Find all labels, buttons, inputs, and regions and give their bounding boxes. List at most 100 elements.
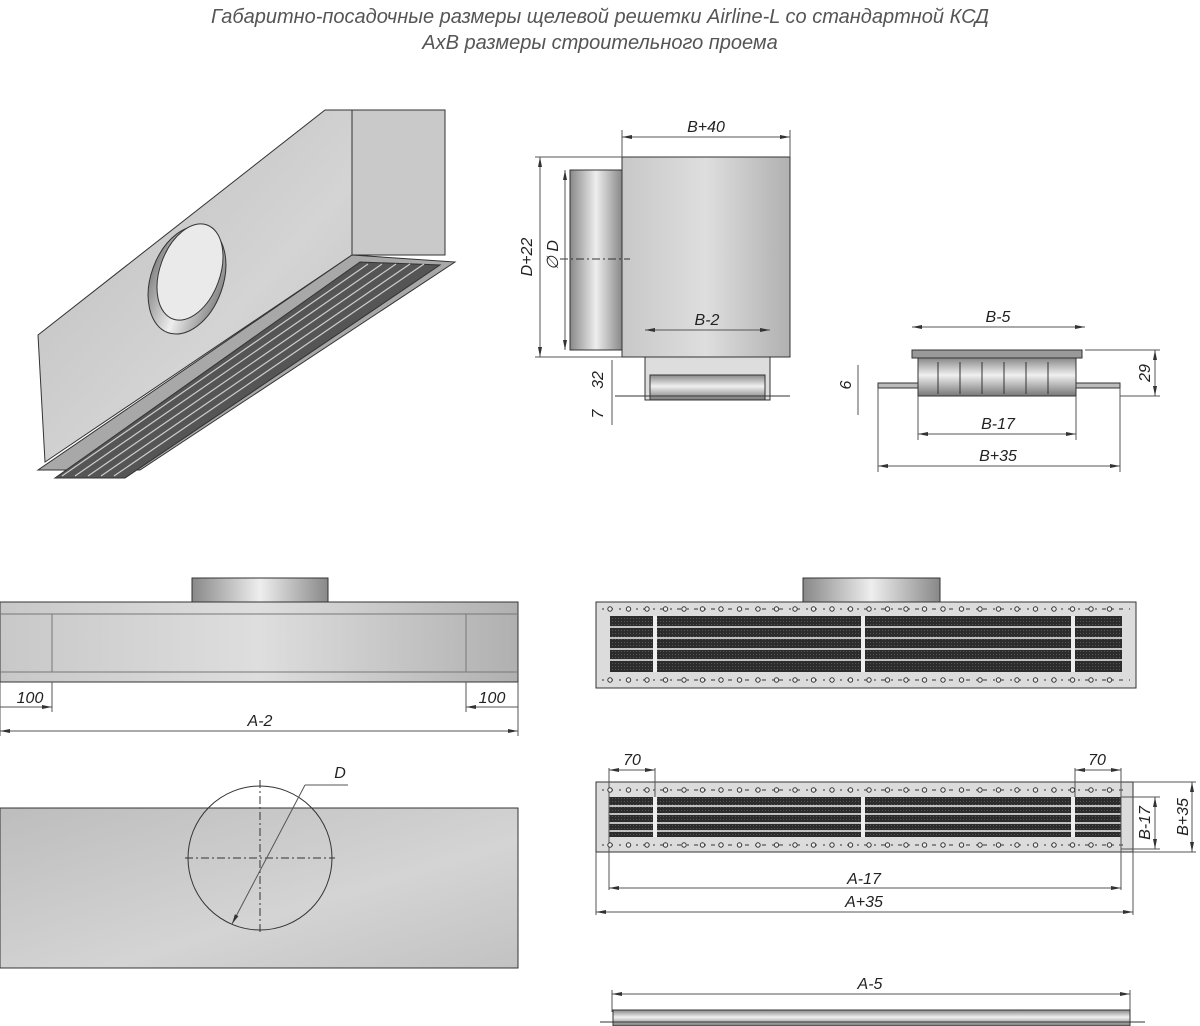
fixing-hole <box>921 787 928 793</box>
dim-b-minus-2: B-2 <box>695 312 720 329</box>
fixing-hole <box>884 842 891 848</box>
plenum-front-view: 100 100 A-2 <box>0 577 519 736</box>
fixing-hole <box>810 842 817 848</box>
fixing-hole <box>995 787 1002 793</box>
fixing-hole <box>644 606 650 612</box>
dim-100-left: 100 <box>17 690 44 707</box>
fixing-hole <box>773 842 780 848</box>
fixing-hole <box>1014 677 1020 683</box>
fixing-hole <box>625 787 632 793</box>
fixing-hole <box>792 787 798 793</box>
fixing-hole <box>958 606 965 612</box>
fixing-hole <box>718 677 724 683</box>
fixing-hole <box>884 606 891 612</box>
fixing-hole <box>958 842 965 848</box>
isometric-view <box>36 109 457 479</box>
fixing-hole <box>736 787 743 793</box>
fixing-hole <box>1051 677 1057 683</box>
fixing-hole <box>977 787 983 793</box>
fixing-hole <box>755 606 761 612</box>
fixing-hole <box>866 842 872 848</box>
fixing-hole <box>847 677 854 683</box>
fixing-hole <box>995 842 1002 848</box>
fixing-hole <box>681 787 687 793</box>
fixing-hole <box>644 787 650 793</box>
dim-70-right: 70 <box>1088 752 1106 769</box>
fixing-hole <box>810 606 817 612</box>
fixing-hole <box>1014 606 1020 612</box>
fixing-hole <box>1106 842 1113 848</box>
fixing-hole <box>662 787 669 793</box>
plenum-top-view: D <box>0 765 519 969</box>
dim-d: D <box>334 765 346 782</box>
fixing-hole <box>1014 842 1020 848</box>
fixing-hole <box>884 787 891 793</box>
fixing-hole <box>884 677 891 683</box>
fixing-hole <box>736 842 743 848</box>
fixing-hole <box>1088 787 1094 793</box>
fixing-hole <box>792 842 798 848</box>
fixing-hole <box>773 677 780 683</box>
fixing-hole <box>810 677 817 683</box>
fixing-hole <box>866 606 872 612</box>
dim-b-plus-40: B+40 <box>687 119 725 136</box>
grille-edge-view: A-5 <box>600 976 1145 1026</box>
fixing-hole <box>1106 677 1113 683</box>
title-line-1: Габаритно-посадочные размеры щелевой реш… <box>210 6 989 28</box>
fixing-hole <box>903 842 909 848</box>
fixing-hole <box>847 606 854 612</box>
dim-b-plus-35: B+35 <box>979 448 1017 465</box>
dim-a-minus-2: A-2 <box>247 713 273 730</box>
fixing-hole <box>792 606 798 612</box>
dim-diameter: ∅ D <box>545 240 562 270</box>
fixing-hole <box>847 787 854 793</box>
fixing-hole <box>921 677 928 683</box>
fixing-hole <box>644 677 650 683</box>
fixing-hole <box>718 842 724 848</box>
fixing-hole <box>829 677 835 683</box>
fixing-hole <box>607 842 613 848</box>
fixing-hole <box>1032 842 1039 848</box>
fixing-hole <box>958 677 965 683</box>
fixing-hole <box>866 677 872 683</box>
fixing-hole <box>866 787 872 793</box>
fixing-hole <box>1069 842 1076 848</box>
fixing-hole <box>699 606 706 612</box>
fixing-hole <box>662 606 669 612</box>
fixing-hole <box>958 787 965 793</box>
dim-d-plus-22: D+22 <box>519 238 536 277</box>
fixing-hole <box>1051 606 1057 612</box>
fixing-hole <box>977 606 983 612</box>
dim-70-left: 70 <box>623 752 641 769</box>
fixing-hole <box>607 677 613 683</box>
fixing-hole <box>1088 677 1094 683</box>
fixing-hole <box>773 606 780 612</box>
fixing-hole <box>681 677 687 683</box>
fixing-hole <box>1069 677 1076 683</box>
fixing-hole <box>718 787 724 793</box>
fixing-hole <box>995 677 1002 683</box>
fixing-hole <box>1069 606 1076 612</box>
fixing-hole <box>921 606 928 612</box>
dim-a-minus-5: A-5 <box>857 976 883 993</box>
grille-plan-view: 70 70 A-17 A+35 B-17 B+35 <box>595 752 1196 915</box>
fixing-hole <box>755 787 761 793</box>
fixing-hole <box>662 677 669 683</box>
fixing-hole <box>755 677 761 683</box>
dim-100-right: 100 <box>479 690 506 707</box>
fixing-hole <box>607 787 613 793</box>
fixing-hole <box>1051 787 1057 793</box>
fixing-hole <box>903 677 909 683</box>
dim-a-plus-35: A+35 <box>844 894 883 911</box>
dim-7: 7 <box>590 408 607 418</box>
fixing-hole <box>1032 787 1039 793</box>
fixing-hole <box>940 787 946 793</box>
fixing-hole <box>792 677 798 683</box>
fixing-hole <box>829 606 835 612</box>
dim-b-plus-35-plan: B+35 <box>1175 798 1192 836</box>
fixing-hole <box>1014 787 1020 793</box>
fixing-hole <box>829 842 835 848</box>
fixing-hole <box>810 787 817 793</box>
grille-front-view <box>595 577 1137 689</box>
